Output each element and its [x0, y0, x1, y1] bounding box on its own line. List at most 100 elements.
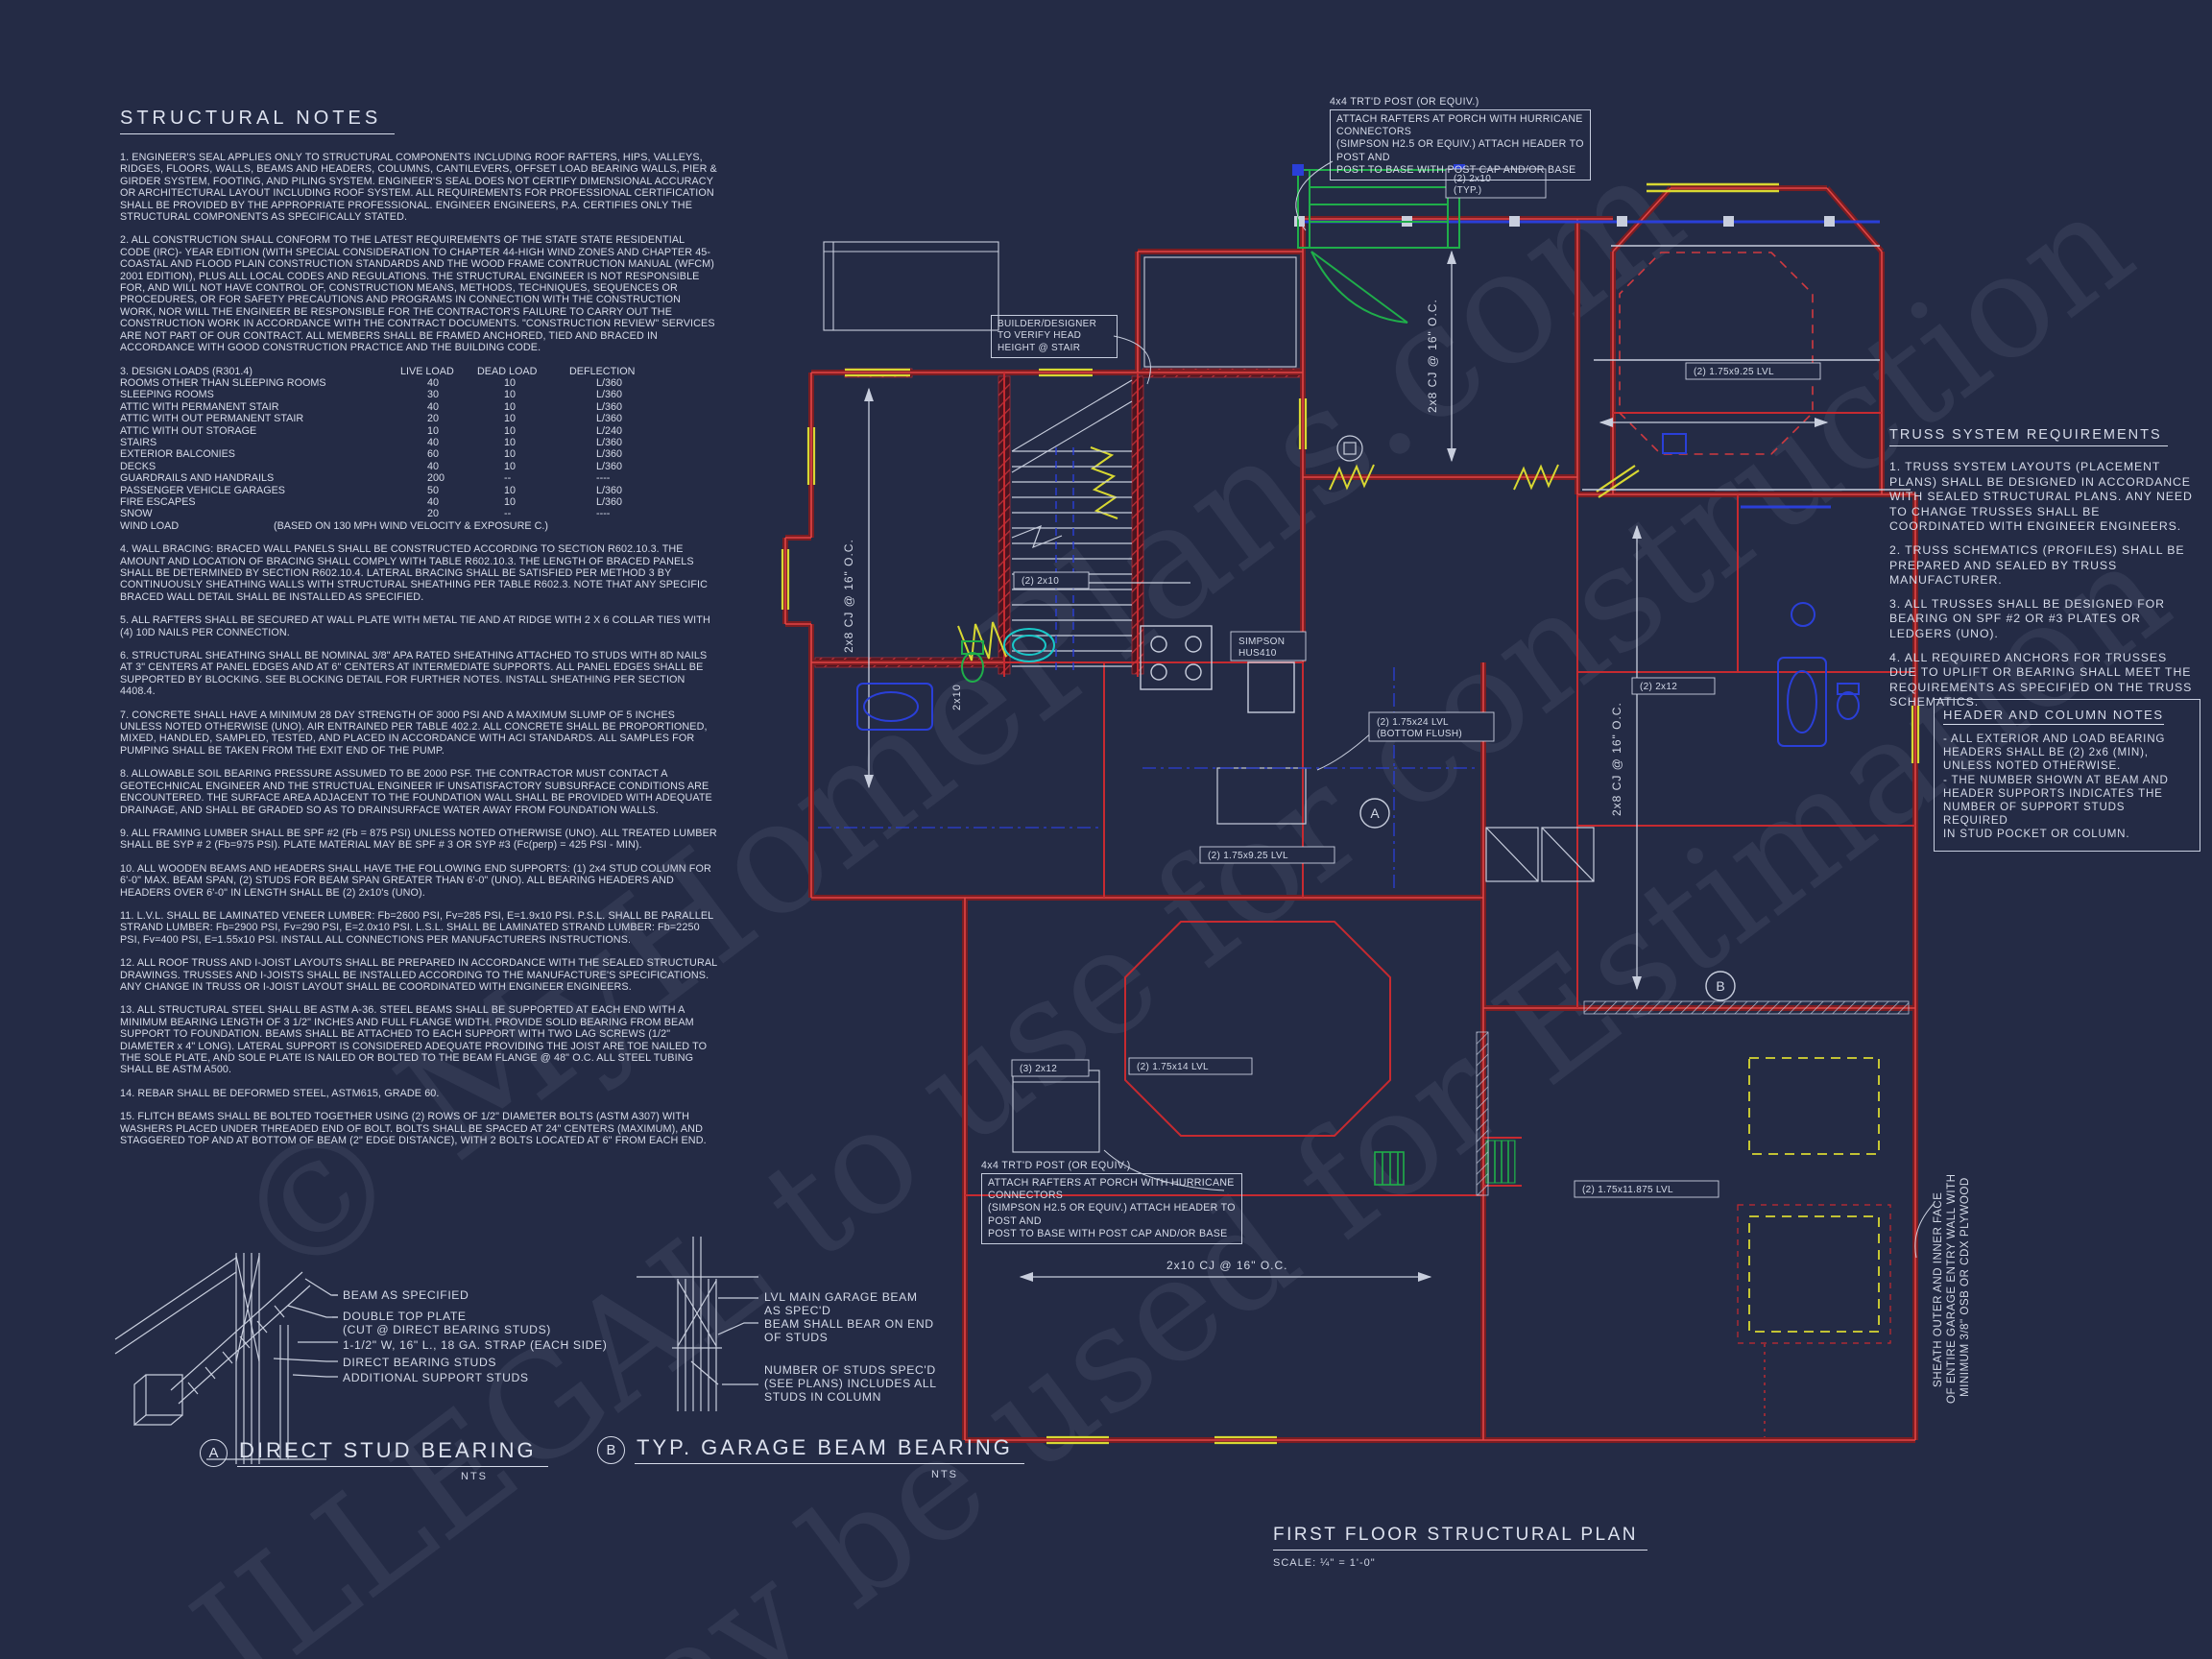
detail-b-nts: NTS — [931, 1469, 958, 1480]
detail-a-label-1: BEAM AS SPECIFIED — [343, 1288, 469, 1302]
detail-a-label-2: DOUBLE TOP PLATE — [343, 1310, 467, 1323]
tray-ceiling-dashed — [1619, 252, 1814, 455]
plan-scale: SCALE: ¼" = 1'-0" — [1273, 1557, 1376, 1569]
svg-text:(2) 1.75x11.875 LVL: (2) 1.75x11.875 LVL — [1582, 1185, 1673, 1195]
bedroom-bay-walls — [1124, 921, 1391, 1137]
svg-text:2x10: 2x10 — [951, 684, 963, 710]
svg-text:(2) 2x12: (2) 2x12 — [1640, 682, 1677, 692]
svg-text:(BOTTOM FLUSH): (BOTTOM FLUSH) — [1377, 729, 1462, 739]
text-line: - ALL EXTERIOR AND LOAD BEARING — [1943, 733, 2166, 745]
text-line: 10. ALL WOODEN BEAMS AND HEADERS SHALL H… — [120, 862, 711, 899]
detail-b-label-3: BEAM SHALL BEAR ON END — [764, 1317, 934, 1331]
text-line: 13. ALL STRUCTURAL STEEL SHALL BE ASTM A… — [120, 1004, 708, 1076]
svg-text:SIMPSON: SIMPSON — [1238, 637, 1285, 647]
text-line: 2. TRUSS SCHEMATICS (PROFILES) SHALL BE … — [1889, 542, 2185, 588]
svg-text:(2) 1.75x9.25 LVL: (2) 1.75x9.25 LVL — [1208, 851, 1288, 861]
truss-requirements: TRUSS SYSTEM REQUIREMENTS 1. TRUSS SYSTE… — [1889, 426, 2193, 719]
header-column-notes: HEADER AND COLUMN NOTES - ALL EXTERIOR A… — [1934, 699, 2200, 852]
windows — [781, 182, 1920, 1445]
text-line: HEADERS SHALL BE (2) 2x6 (MIN), — [1943, 746, 2149, 759]
detail-b-label-1: LVL MAIN GARAGE BEAM — [764, 1290, 918, 1304]
toilet-green — [961, 640, 984, 683]
detail-a-label-5: DIRECT BEARING STUDS — [343, 1356, 497, 1369]
porch-deck — [1297, 169, 1460, 324]
svg-text:B: B — [1716, 978, 1724, 994]
garage-beam-hatch — [1583, 1000, 1910, 1015]
text-line: 15. FLITCH BEAMS SHALL BE BOLTED TOGETHE… — [120, 1111, 707, 1147]
bath2-fixtures — [1662, 433, 1860, 747]
detail-b-label-7: STUDS IN COLUMN — [764, 1390, 882, 1404]
bath-tub — [856, 683, 933, 731]
washer-dryer — [1485, 827, 1595, 882]
detail-b-title: B TYP. GARAGE BEAM BEARING — [597, 1435, 1024, 1464]
svg-text:OF ENTIRE GARAGE ENTRY WALL WI: OF ENTIRE GARAGE ENTRY WALL WITH — [1945, 1173, 1958, 1404]
text-line: 3. ALL TRUSSES SHALL BE DESIGNED FOR BEA… — [1889, 596, 2165, 640]
text-line: 5. ALL RAFTERS SHALL BE SECURED AT WALL … — [120, 614, 710, 638]
structural-notes-paragraphs-a: 1. ENGINEER'S SEAL APPLIES ONLY TO STRUC… — [120, 152, 717, 354]
marker-b: B — [1705, 971, 1736, 1001]
rear-steps — [1374, 1151, 1405, 1186]
svg-text:2x8 CJ @ 16" O.C.: 2x8 CJ @ 16" O.C. — [842, 539, 855, 653]
exterior-walls-inner — [784, 187, 1916, 1441]
detail-a-title: A DIRECT STUD BEARING — [200, 1438, 548, 1467]
text-line: 11. L.V.L. SHALL BE LAMINATED VENEER LUM… — [120, 909, 713, 946]
detail-b-label-6: (SEE PLANS) INCLUDES ALL — [764, 1377, 937, 1390]
text-line: HEADER SUPPORTS INDICATES THE — [1943, 786, 2163, 800]
text-line: - THE NUMBER SHOWN AT BEAM AND — [1943, 773, 2169, 786]
detail-a-linework — [114, 1253, 338, 1464]
svg-text:(2) 2x10: (2) 2x10 — [1454, 174, 1491, 184]
svg-text:HUS410: HUS410 — [1238, 648, 1277, 659]
stairs — [1011, 379, 1133, 672]
detail-a-label-3: (CUT @ DIRECT BEARING STUDS) — [343, 1323, 551, 1336]
garage-skylight-dashed-1 — [1748, 1057, 1880, 1155]
svg-text:(2) 2x10: (2) 2x10 — [1022, 576, 1059, 587]
detail-a-label-4: 1-1/2" W, 16" L., 18 GA. STRAP (EACH SID… — [343, 1338, 608, 1352]
garage-skylight-dashed-2 — [1748, 1215, 1880, 1333]
truss-requirements-title: TRUSS SYSTEM REQUIREMENTS — [1889, 427, 2168, 446]
plan-title-block: FIRST FLOOR STRUCTURAL PLAN SCALE: ¼" = … — [1273, 1525, 1647, 1569]
stair-head-height-note: BUILDER/DESIGNER TO VERIFY HEAD HEIGHT @… — [991, 315, 1118, 359]
marker-a: A — [1359, 798, 1390, 829]
svg-text:2x10 CJ @ 16" O.C.: 2x10 CJ @ 16" O.C. — [1166, 1259, 1287, 1272]
garage-red-dashed — [1737, 1204, 1891, 1344]
text-line: 7. CONCRETE SHALL HAVE A MINIMUM 28 DAY … — [120, 709, 708, 757]
wing-beams — [1582, 245, 1911, 509]
text-line: IN STUD POCKET OR COLUMN. — [1943, 828, 2130, 841]
structural-notes-paragraphs-b: 4. WALL BRACING: BRACED WALL PANELS SHAL… — [120, 543, 717, 1146]
svg-text:2x8 CJ @ 16" O.C.: 2x8 CJ @ 16" O.C. — [1426, 299, 1439, 413]
svg-text:(2) 1.75x14 LVL: (2) 1.75x14 LVL — [1137, 1062, 1209, 1072]
beam-labels: (2) 2x10(TYP.) (2) 1.75x24 LVL(BOTTOM FL… — [1011, 168, 1821, 1198]
leader-lines — [1103, 160, 1935, 1259]
hurricane-callout-top: 4x4 TRT'D POST (OR EQUIV.) ATTACH RAFTER… — [1330, 96, 1591, 181]
svg-text:SHEATH OUTER AND INNER FACE: SHEATH OUTER AND INNER FACE — [1932, 1192, 1944, 1387]
svg-text:(2) 1.75x24 LVL: (2) 1.75x24 LVL — [1377, 717, 1449, 728]
text-line: 12. ALL ROOF TRUSS AND I-JOIST LAYOUTS S… — [120, 957, 717, 993]
text-line: 9. ALL FRAMING LUMBER SHALL BE SPF #2 (F… — [120, 827, 717, 852]
header-column-notes-title: HEADER AND COLUMN NOTES — [1943, 708, 2164, 725]
detail-b-linework — [637, 1237, 758, 1411]
island — [1216, 767, 1307, 825]
text-line: UNLESS NOTED OTHERWISE. — [1943, 759, 2122, 773]
structural-notes: STRUCTURAL NOTES 1. ENGINEER'S SEAL APPL… — [120, 108, 717, 1158]
text-line: 14. REBAR SHALL BE DEFORMED STEEL, ASTM6… — [120, 1087, 440, 1099]
garage-left-beam-hatch — [1476, 1031, 1489, 1196]
detail-b-label-5: NUMBER OF STUDS SPEC'D — [764, 1363, 936, 1377]
design-loads-heading: 3. DESIGN LOADS (R301.4) — [120, 365, 253, 377]
detail-b-label-2: AS SPEC'D — [764, 1304, 831, 1317]
garage-sheathing-note: SHEATH OUTER AND INNER FACE OF ENTIRE GA… — [1932, 1173, 1971, 1404]
svg-text:(2) 1.75x9.25 LVL: (2) 1.75x9.25 LVL — [1694, 367, 1774, 377]
text-line: 1. ENGINEER'S SEAL APPLIES ONLY TO STRUC… — [120, 152, 717, 224]
detail-a-nts: NTS — [461, 1471, 488, 1482]
